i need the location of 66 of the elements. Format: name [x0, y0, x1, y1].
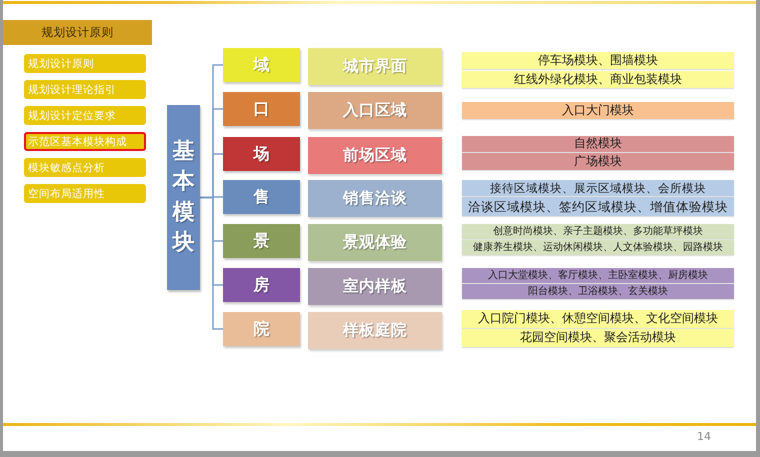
category-tile [223, 92, 300, 126]
connector-line [200, 196, 223, 330]
module-bar [462, 240, 734, 255]
area-tile [308, 92, 442, 129]
tile-label: 场 [254, 145, 270, 163]
menu-item: 模块敏感点分析 [24, 158, 146, 177]
module-text: 广场模块 [574, 154, 622, 168]
vertical-title-box [167, 105, 200, 290]
tile-label: 景 [254, 232, 270, 250]
tile-label: 口 [254, 100, 270, 118]
tile-label: 房 [254, 276, 270, 294]
module-bar [462, 180, 734, 196]
category-tile [223, 180, 300, 214]
module-bar [462, 136, 734, 152]
module-text: 健康养生模块、运动休闲模块、人文体验模块、园路模块 [473, 242, 723, 253]
area-tile [308, 268, 442, 305]
module-text: 自然模块 [574, 137, 622, 151]
module-text: 停车场模块、围墙模块 [538, 54, 658, 68]
module-bar [462, 268, 734, 283]
category-tile [223, 224, 300, 258]
area-tile [308, 180, 442, 217]
module-text: 入口院门模块、休憩空间模块、文化空间模块 [478, 312, 718, 326]
module-bar [462, 310, 734, 328]
category-tile [223, 312, 300, 346]
tile-label: 院 [254, 320, 270, 338]
module-text: 入口大堂模块、客厅模块、主卧室模块、厨房模块 [488, 270, 708, 281]
module-bar [462, 224, 734, 239]
tile-label: 前场区域 [343, 146, 407, 164]
area-tile [308, 137, 442, 174]
module-text: 创意时尚模块、亲子主题模块、多功能草坪模块 [493, 226, 703, 237]
area-tile [308, 312, 442, 349]
tile-label: 销售洽谈 [343, 190, 407, 208]
module-bar [462, 153, 734, 170]
module-bar [462, 71, 734, 88]
category-tile [223, 48, 300, 82]
tile-label: 入口区域 [343, 102, 407, 120]
menu-item: 规划设计定位要求 [24, 106, 146, 125]
module-text: 入口大门模块 [562, 104, 634, 118]
module-bar [462, 284, 734, 299]
module-bar [462, 329, 734, 347]
menu-item: 空间布局适用性 [24, 184, 146, 203]
category-tile [223, 268, 300, 302]
module-text: 洽谈区域模块、签约区域模块、增值体验模块 [468, 200, 728, 214]
menu-item: 规划设计原则 [24, 54, 146, 73]
tile-label: 城市界面 [343, 58, 407, 76]
page-number: 14 [697, 431, 711, 444]
section-header [3, 20, 152, 45]
module-text: 接待区域模块、展示区域模块、会所模块 [490, 182, 706, 194]
module-text: 阳台模块、卫浴模块、玄关模块 [528, 286, 668, 297]
module-text: 红线外绿化模块、商业包装模块 [514, 72, 682, 86]
module-text: 花园空间模块、聚会活动模块 [520, 331, 676, 345]
selected-menu-item: 示范区基本模块构成 [24, 132, 146, 151]
menu-item: 规划设计理论指引 [24, 80, 146, 99]
module-bar [462, 197, 734, 216]
header-label: 规划设计原则 [42, 26, 114, 39]
module-bar [462, 52, 734, 69]
tile-label: 景观体验 [343, 234, 407, 252]
vertical-title: 基本模块 [172, 138, 194, 257]
area-tile [308, 48, 442, 85]
tile-label: 售 [254, 188, 270, 206]
tile-label: 域 [254, 56, 270, 74]
module-bar [462, 102, 734, 119]
tile-label: 样板庭院 [343, 322, 407, 340]
area-tile [308, 224, 442, 261]
category-tile [223, 137, 300, 171]
tile-label: 室内样板 [343, 278, 407, 296]
